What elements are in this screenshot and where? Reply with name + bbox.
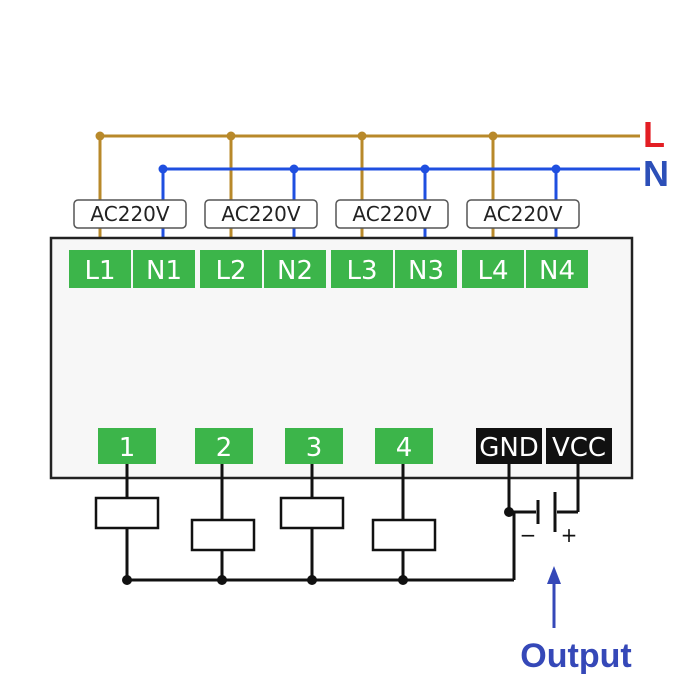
terminal-label: N2 [277, 256, 313, 286]
supply-label-text: AC220V [483, 202, 562, 226]
output-terminal-3: 3 [285, 428, 343, 464]
neutral-node-4 [551, 164, 561, 174]
neutral-node-1 [158, 164, 168, 174]
terminal-N2: N2 [264, 250, 326, 288]
neutral-node-2 [289, 164, 299, 174]
output-terminal-4: 4 [375, 428, 433, 464]
terminal-gnd: GND [476, 428, 542, 464]
terminal-L3: L3 [331, 250, 393, 288]
terminal-label: L3 [346, 256, 377, 286]
terminal-label: N4 [539, 256, 575, 286]
terminal-L1: L1 [69, 250, 131, 288]
junction-dot [217, 575, 227, 585]
output-terminal-label: 4 [396, 433, 413, 463]
terminal-L4: L4 [462, 250, 524, 288]
terminal-vcc: VCC [546, 428, 612, 464]
terminal-L2: L2 [200, 250, 262, 288]
output-terminal-1: 1 [98, 428, 156, 464]
output-arrow-head [547, 566, 561, 584]
terminal-N3: N3 [395, 250, 457, 288]
terminal-label: L2 [215, 256, 246, 286]
output-terminal-label: 1 [119, 433, 136, 463]
terminal-label: N1 [146, 256, 182, 286]
supply-label-4: AC220V [466, 199, 580, 229]
live-node-1 [95, 131, 105, 141]
relay-coil-3 [279, 496, 345, 530]
relay-coil-2 [190, 518, 256, 552]
junction-dot [398, 575, 408, 585]
power-terminal-label: GND [479, 433, 539, 463]
power-terminal-label: VCC [552, 433, 606, 463]
live-node-3 [357, 131, 367, 141]
relay-coil-4 [371, 518, 437, 552]
output-terminal-label: 3 [306, 433, 323, 463]
junction-dot [122, 575, 132, 585]
live-bus [95, 131, 640, 250]
output-label: Output [520, 637, 631, 675]
supply-label-text: AC220V [90, 202, 169, 226]
load-wiring [125, 464, 580, 582]
terminal-N4: N4 [526, 250, 588, 288]
dc-supply-symbol [536, 492, 557, 532]
supply-label-1: AC220V [73, 199, 187, 229]
terminal-N1: N1 [133, 250, 195, 288]
supply-label-text: AC220V [352, 202, 431, 226]
relay-coil-1 [94, 496, 160, 530]
neutral-node-3 [420, 164, 430, 174]
polarity-minus: − [520, 523, 537, 547]
terminal-label: L4 [477, 256, 508, 286]
output-arrow [547, 566, 561, 628]
live-node-4 [488, 131, 498, 141]
neutral-bus-label: N [643, 153, 669, 194]
output-terminal-2: 2 [195, 428, 253, 464]
polarity-plus: + [561, 523, 578, 547]
supply-label-2: AC220V [204, 199, 318, 229]
supply-label-text: AC220V [221, 202, 300, 226]
junction-dot [504, 507, 514, 517]
terminal-label: L1 [84, 256, 115, 286]
output-terminal-label: 2 [216, 433, 233, 463]
live-node-2 [226, 131, 236, 141]
live-bus-label: L [643, 114, 665, 155]
terminal-label: N3 [408, 256, 444, 286]
supply-label-3: AC220V [335, 199, 449, 229]
junction-dot [307, 575, 317, 585]
